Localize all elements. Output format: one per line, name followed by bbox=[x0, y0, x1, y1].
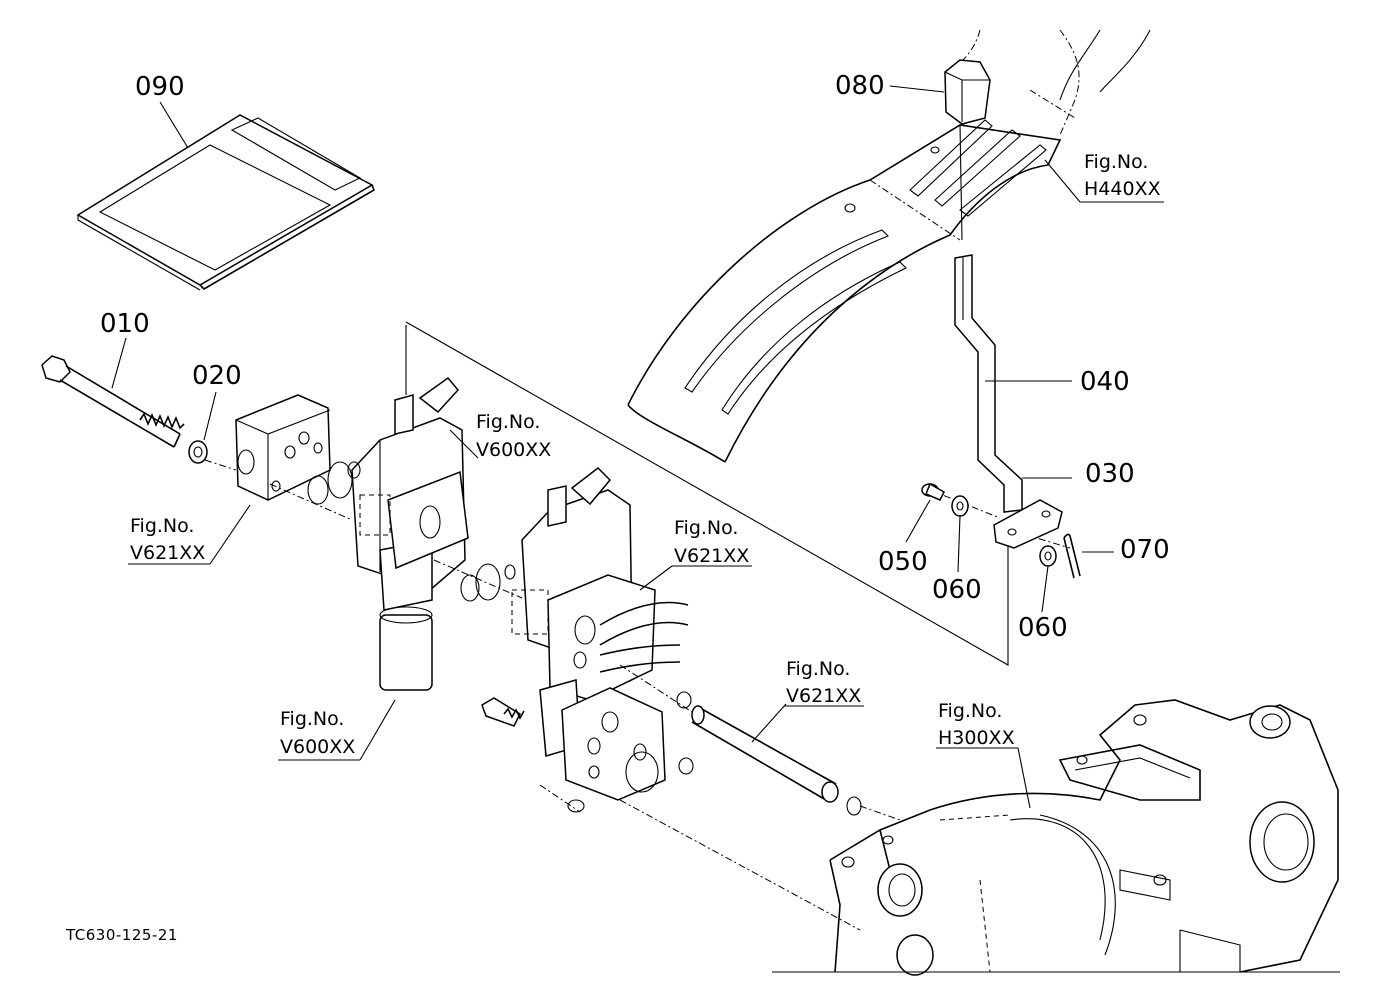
part-label-040: 040 bbox=[1080, 367, 1130, 397]
ref-h440-line1: Fig.No. bbox=[1084, 151, 1148, 173]
assembly-lines bbox=[204, 459, 1071, 931]
inlet-cover bbox=[481, 687, 694, 813]
part-label-020: 020 bbox=[192, 361, 242, 391]
pin-050-drawing bbox=[921, 482, 945, 501]
leader-080 bbox=[889, 85, 945, 93]
part-label-010: 010 bbox=[100, 309, 150, 339]
valve-section-2 bbox=[460, 467, 689, 757]
leader-v600-bottom bbox=[359, 699, 396, 761]
transmission-housing bbox=[772, 699, 1340, 976]
ref-v600-top-line2: V600XX bbox=[476, 439, 551, 461]
ref-v621-pipe-line1: Fig.No. bbox=[786, 658, 850, 680]
part-label-080: 080 bbox=[835, 71, 885, 101]
end-cover-plate bbox=[235, 394, 331, 501]
drawing-code: TC630-125-21 bbox=[65, 926, 178, 944]
part-label-030: 030 bbox=[1085, 459, 1135, 489]
ref-v621-left-line2: V621XX bbox=[130, 542, 205, 564]
bracket-drawing bbox=[993, 499, 1063, 549]
part-label-070: 070 bbox=[1120, 535, 1170, 565]
leader-h440 bbox=[1044, 159, 1081, 203]
leader-060a bbox=[957, 515, 961, 573]
ref-v621-left-line1: Fig.No. bbox=[130, 515, 194, 537]
ref-h300-line1: Fig.No. bbox=[938, 700, 1002, 722]
ref-v600-bottom-line1: Fig.No. bbox=[280, 708, 344, 730]
leader-020 bbox=[203, 391, 217, 441]
leader-v621-pipe bbox=[751, 703, 787, 743]
knob-drawing bbox=[944, 59, 991, 241]
leader-h300 bbox=[1017, 747, 1031, 809]
leader-v621-right bbox=[639, 565, 673, 591]
cotter-pin-drawing bbox=[1063, 533, 1081, 579]
leader-010 bbox=[111, 337, 127, 389]
washer-020-drawing bbox=[188, 440, 208, 464]
lever-guide-panel bbox=[627, 29, 1151, 463]
leader-090 bbox=[159, 101, 189, 149]
washer-060b-drawing bbox=[1039, 545, 1057, 567]
pipe-drawing bbox=[691, 705, 862, 816]
leader-v600-top-b bbox=[449, 429, 479, 459]
part-label-060b: 060 bbox=[1018, 613, 1068, 643]
ref-v600-bottom-line2: V600XX bbox=[280, 736, 355, 758]
bolt-drawing bbox=[41, 355, 185, 448]
lever-rod-drawing bbox=[954, 254, 1023, 513]
leader-v621-left bbox=[209, 504, 251, 565]
part-label-050: 050 bbox=[878, 547, 928, 577]
ref-v621-right-line2: V621XX bbox=[674, 545, 749, 567]
valve-section-1 bbox=[307, 376, 469, 691]
leader-050 bbox=[905, 499, 931, 543]
ref-v600-top-line1: Fig.No. bbox=[476, 411, 540, 433]
part-label-060a: 060 bbox=[932, 575, 982, 605]
ref-v621-pipe-line2: V621XX bbox=[786, 685, 861, 707]
part-label-090: 090 bbox=[135, 72, 185, 102]
ref-h300-line2: H300XX bbox=[938, 727, 1015, 749]
leader-060b bbox=[1041, 565, 1049, 613]
manual-drawing bbox=[76, 114, 375, 291]
washer-060a-drawing bbox=[951, 495, 969, 517]
group-outline bbox=[405, 321, 1009, 666]
ref-v621-right-line1: Fig.No. bbox=[674, 517, 738, 539]
ref-h440-line2: H440XX bbox=[1084, 178, 1161, 200]
